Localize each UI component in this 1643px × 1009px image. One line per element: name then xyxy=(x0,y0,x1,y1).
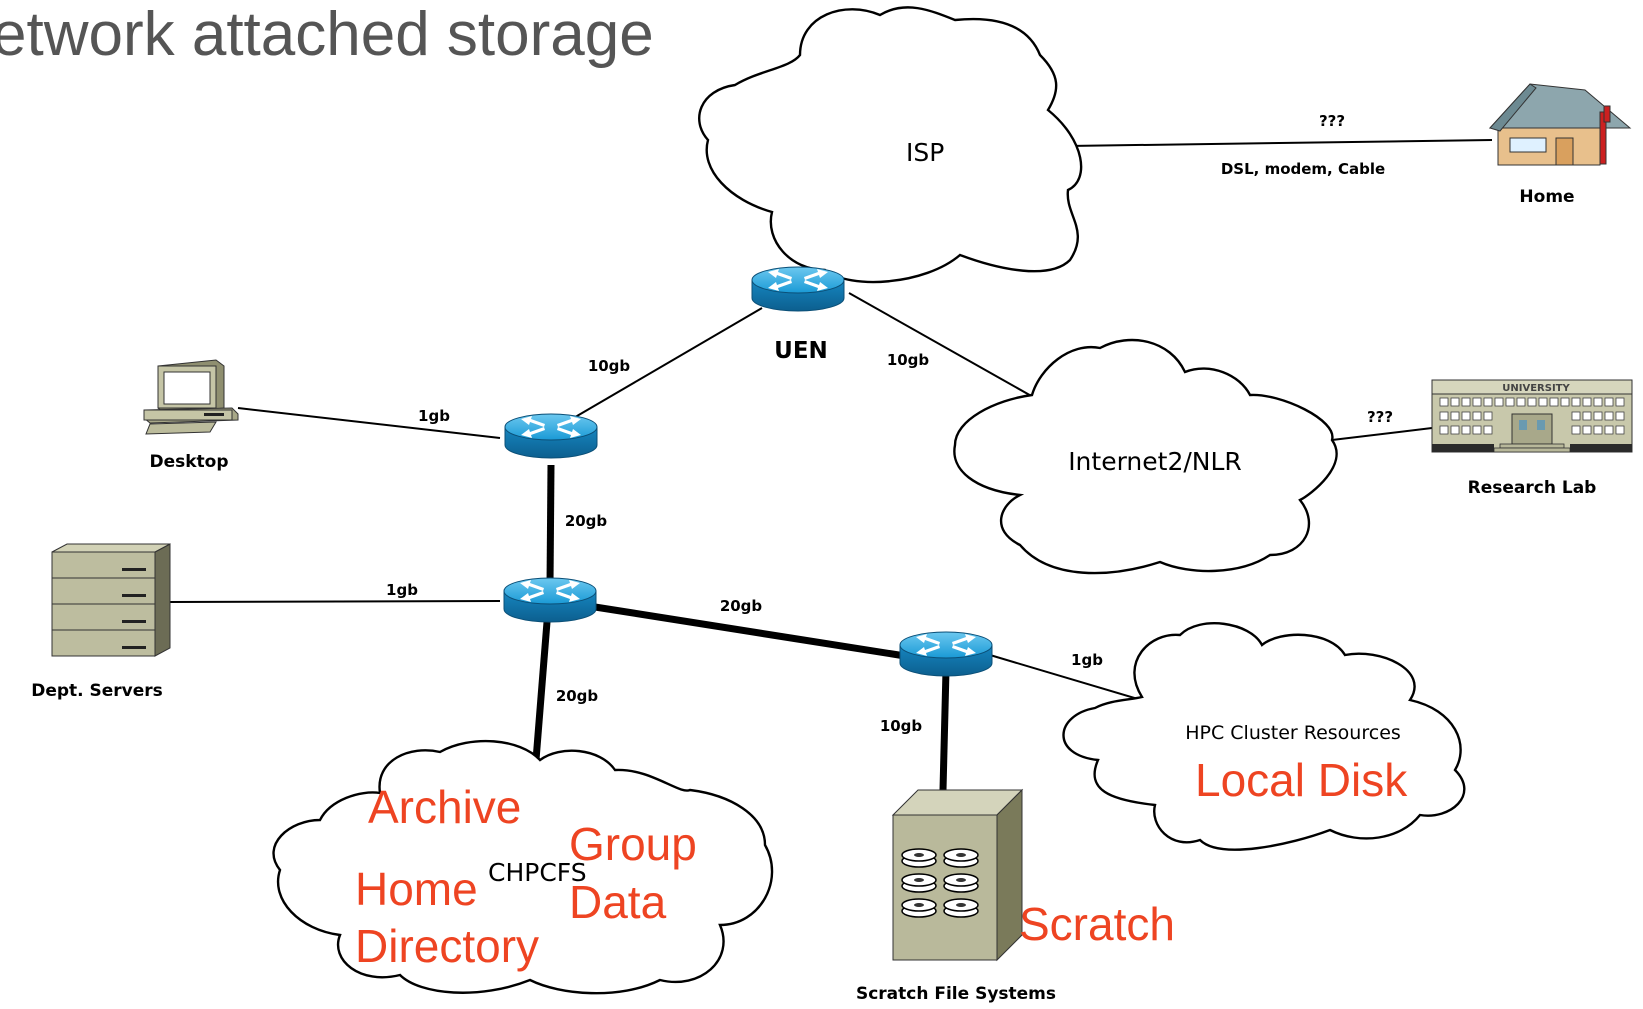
chpcfs-cloud: CHPCFS xyxy=(272,739,774,995)
hpc-label: HPC Cluster Resources xyxy=(1185,722,1401,744)
hpc-cloud: HPC Cluster Resources xyxy=(1062,622,1466,851)
link-isp-home-type: DSL, modem, Cable xyxy=(1221,160,1385,178)
link-scratch-router-fs: 10gb xyxy=(880,717,923,735)
storage-data: Data xyxy=(569,876,667,928)
server-rack-icon xyxy=(51,543,171,657)
isp-cloud: ISP xyxy=(698,6,1083,284)
research-lab-label: Research Lab xyxy=(1468,478,1597,498)
storage-local-disk: Local Disk xyxy=(1195,754,1408,806)
house-icon xyxy=(1488,83,1632,166)
link-internet2-lab: ??? xyxy=(1367,408,1393,426)
link-desktop: 1gb xyxy=(418,407,450,425)
dept-servers-label: Dept. Servers xyxy=(31,681,163,701)
router-icon xyxy=(504,413,598,459)
desktop-computer-icon xyxy=(143,359,239,435)
disk-array-icon xyxy=(891,788,1024,962)
link-router-core: 20gb xyxy=(565,512,608,530)
link-core-scratch: 20gb xyxy=(720,597,763,615)
isp-label: ISP xyxy=(906,138,944,167)
link-uen-right: 10gb xyxy=(887,351,930,369)
home-label: Home xyxy=(1519,187,1574,207)
uen-label: UEN xyxy=(774,338,828,364)
router-icon xyxy=(503,577,597,623)
link-core-chpcfs: 20gb xyxy=(556,687,599,705)
internet2-label: Internet2/NLR xyxy=(1068,447,1242,476)
connections xyxy=(167,139,1493,791)
link-scratch-router-hpc: 1gb xyxy=(1071,651,1103,669)
page-title: etwork attached storage xyxy=(0,0,654,69)
storage-directory: Directory xyxy=(355,920,539,972)
storage-home: Home xyxy=(355,863,478,915)
desktop-label: Desktop xyxy=(149,452,228,472)
internet2-cloud: Internet2/NLR xyxy=(953,338,1338,575)
storage-group: Group xyxy=(569,818,697,870)
university-building-icon: UNIVERSITY xyxy=(1431,379,1633,453)
storage-scratch: Scratch xyxy=(1019,898,1175,950)
link-uen-left: 10gb xyxy=(588,357,631,375)
link-servers: 1gb xyxy=(386,581,418,599)
storage-archive: Archive xyxy=(368,781,521,833)
chpcfs-label: CHPCFS xyxy=(488,858,587,887)
link-isp-home: ??? xyxy=(1319,112,1345,130)
university-sign: UNIVERSITY xyxy=(1502,383,1570,394)
scratch-fs-label: Scratch File Systems xyxy=(856,984,1056,1004)
router-icon xyxy=(899,631,993,677)
router-icon xyxy=(751,266,845,312)
